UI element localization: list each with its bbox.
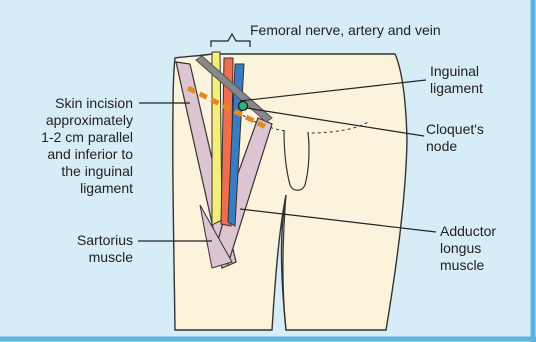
label-skin-incision: Skin incision approximately 1-2 cm paral… [41, 95, 133, 197]
label-sartorius: Sartorius muscle [77, 232, 133, 266]
cloquets-node-marker [239, 102, 248, 111]
label-adductor-longus: Adductor longus muscle [440, 223, 496, 274]
label-inguinal-ligament: Inguinal ligament [430, 63, 483, 97]
label-femoral: Femoral nerve, artery and vein [250, 22, 441, 39]
label-cloquets-node: Cloquet's node [426, 121, 484, 155]
